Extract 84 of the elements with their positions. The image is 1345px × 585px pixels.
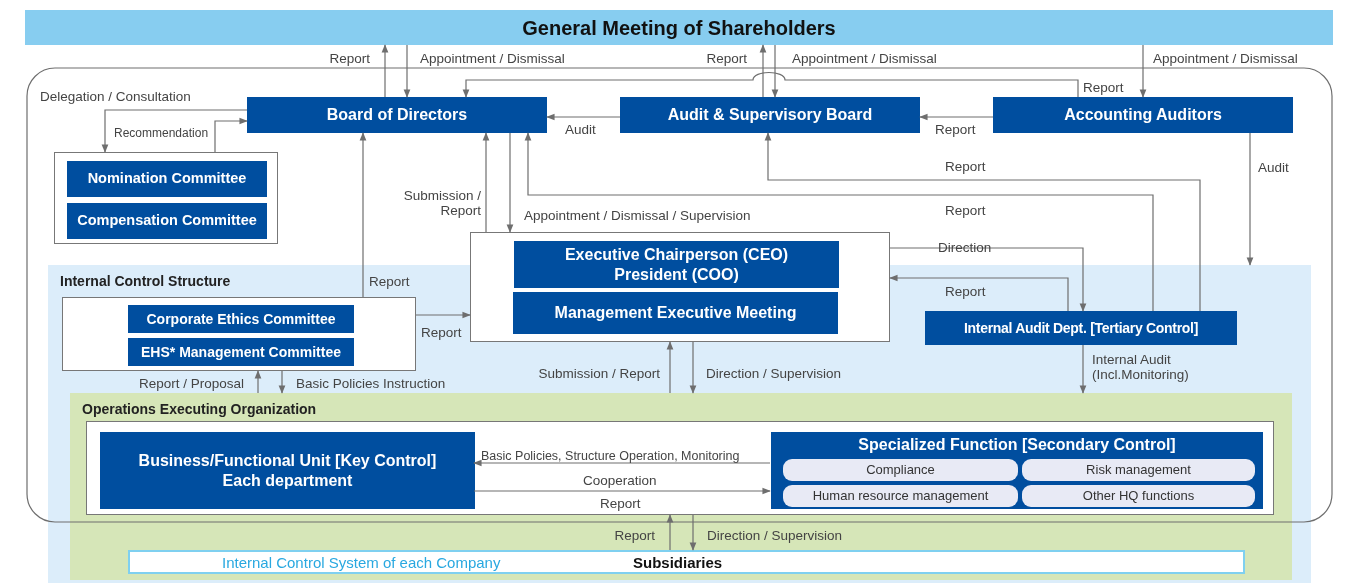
arrow: [473, 459, 771, 467]
arrow: [889, 247, 1087, 312]
edge-label: Submission / Report: [538, 366, 660, 381]
arrow: [759, 44, 767, 98]
organization-box: Executive Chairperson (CEO) President (COO): [514, 241, 839, 288]
relation-label: Cooperation: [583, 473, 657, 488]
arrow: [771, 44, 779, 98]
arrow: [546, 113, 621, 121]
arrow: [214, 117, 248, 153]
function-pill: Human resource management: [783, 485, 1018, 507]
arrow: [1246, 132, 1254, 266]
edge-label: Report: [421, 325, 462, 340]
panel-heading: Specialized Function [Secondary Control]: [857, 436, 1177, 454]
edge-label: Appointment / Dismissal: [792, 51, 937, 66]
edge-label: Report: [369, 274, 410, 289]
organization-box: EHS* Management Committee: [128, 338, 354, 366]
edge-label: Recommendation: [114, 126, 209, 141]
arrow: [1139, 44, 1147, 98]
structure-region: [48, 265, 1311, 583]
arrow: [1079, 344, 1087, 394]
region-heading: Operations Executing Organization: [82, 401, 317, 417]
arrow: [524, 132, 1154, 312]
edge-label: Report / Proposal: [138, 376, 244, 391]
edge-label: Report: [945, 159, 986, 174]
arrow: [278, 370, 286, 394]
unit-box: Business/Functional Unit [Key Control] Each department: [100, 432, 475, 509]
organization-box: Audit & Supervisory Board: [620, 97, 920, 133]
edge-label: Audit: [1258, 160, 1289, 175]
edge-label: Report: [935, 122, 976, 137]
arrow: [666, 514, 674, 551]
arrow: [889, 274, 1069, 312]
function-pill: Compliance: [783, 459, 1018, 481]
organization-box: Internal Audit Dept. [Tertiary Control]: [925, 311, 1237, 345]
region-heading: Internal Control Structure: [60, 273, 231, 289]
meeting-banner: General Meeting of Shareholders: [25, 10, 1333, 45]
edge-label: Audit: [565, 122, 596, 137]
organization-box: Management Executive Meeting: [513, 292, 838, 334]
edge-label: Basic Policies, Structure Operation, Monitoring: [481, 449, 740, 464]
edge-label: Report: [614, 528, 655, 543]
arrow: [381, 44, 389, 98]
subsidiaries-bar: [128, 550, 1245, 574]
edge-label: Basic Policies Instruction: [296, 376, 446, 391]
organization-box: Corporate Ethics Committee: [128, 305, 354, 333]
arrow: [473, 487, 771, 495]
organization-box: Board of Directors: [247, 97, 547, 133]
arrow: [403, 44, 411, 98]
edge-label: Appointment / Dismissal: [1153, 51, 1298, 66]
system-label: Internal Control System of each Company: [222, 554, 501, 571]
function-pill: Risk management: [1022, 459, 1255, 481]
arrow: [482, 132, 490, 233]
arrow: [689, 341, 697, 394]
arrow: [101, 109, 248, 153]
group-frame: [54, 152, 278, 244]
organization-box: Accounting Auditors: [993, 97, 1293, 133]
function-panel: [771, 432, 1263, 509]
edge-label: Report: [945, 284, 986, 299]
edge-label: Submission / Report: [402, 188, 481, 218]
arrow: [666, 341, 674, 394]
arrow: [919, 113, 994, 121]
arrow: [254, 370, 262, 394]
edge-label: Report: [329, 51, 370, 66]
organization-box: Compensation Committee: [67, 203, 267, 239]
organization-box: Nomination Committee: [67, 161, 267, 197]
edge-label: Appointment / Dismissal: [420, 51, 565, 66]
subsidiaries-label: Subsidiaries: [633, 554, 723, 571]
function-pill: Other HQ functions: [1022, 485, 1255, 507]
arrow: [689, 514, 697, 551]
edge-label: Report: [1083, 80, 1124, 95]
edge-label: Report: [600, 496, 641, 511]
arrow: [415, 311, 471, 319]
edge-label: Report: [706, 51, 747, 66]
edge-label: Report: [945, 203, 986, 218]
edge-label: Appointment / Dismissal / Supervision: [524, 208, 751, 223]
group-frame: [86, 421, 1274, 515]
arrow: [764, 132, 1201, 312]
arrow: [359, 132, 367, 298]
arrow: [506, 132, 514, 233]
edge-label: Internal Audit (Incl.Monitoring): [1092, 352, 1190, 382]
edge-label: Direction / Supervision: [707, 528, 843, 543]
edge-label: Direction / Supervision: [706, 366, 842, 381]
edge-label: Delegation / Consultation: [40, 89, 191, 104]
edge-label: Direction: [938, 240, 992, 255]
group-frame: [62, 297, 416, 371]
operations-region: [70, 393, 1292, 580]
